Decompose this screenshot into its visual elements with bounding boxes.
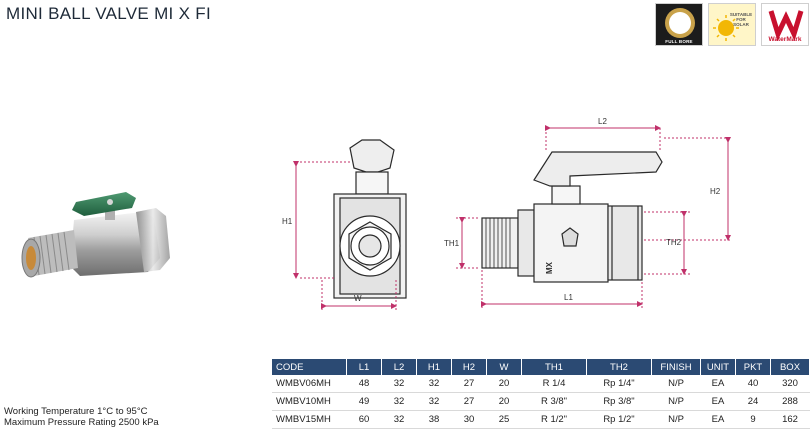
cell-pkt: 9 xyxy=(735,410,771,429)
col-unit: UNIT xyxy=(700,359,736,375)
max-pressure-rating: Maximum Pressure Rating 2500 kPa xyxy=(4,417,159,428)
col-l2: L2 xyxy=(381,359,417,375)
cell-h1: 32 xyxy=(416,392,452,411)
cell-finish: N/P xyxy=(651,410,701,429)
full-bore-label: FULL BORE xyxy=(665,39,693,44)
cell-unit: EA xyxy=(700,392,736,411)
end-view xyxy=(333,139,407,299)
table-row: WMBV06MH 48 32 32 27 20 R 1/4 Rp 1/4" N/… xyxy=(272,375,810,393)
col-l1: L1 xyxy=(346,359,382,375)
th2-label: TH2 xyxy=(666,238,682,247)
cell-h1: 38 xyxy=(416,410,452,429)
cell-h2: 30 xyxy=(451,410,487,429)
col-th2: TH2 xyxy=(586,359,652,375)
cell-pkt: 40 xyxy=(735,375,771,393)
page-title: MINI BALL VALVE MI X FI xyxy=(6,4,211,23)
cell-w: 20 xyxy=(486,375,522,393)
cell-code: WMBV15MH xyxy=(272,410,347,429)
w-label: W xyxy=(354,294,362,303)
h1-label: H1 xyxy=(282,217,293,226)
cell-unit: EA xyxy=(700,375,736,393)
cell-code: WMBV06MH xyxy=(272,375,347,393)
col-box: BOX xyxy=(770,359,810,375)
cell-l2: 32 xyxy=(381,375,417,393)
cell-l1: 49 xyxy=(346,392,382,411)
solar-label: SUITABLE FOR SOLAR xyxy=(729,12,753,27)
cell-box: 162 xyxy=(770,410,810,429)
cell-h1: 32 xyxy=(416,375,452,393)
cell-box: 320 xyxy=(770,375,810,393)
cell-code: WMBV10MH xyxy=(272,392,347,411)
cell-th2: Rp 1/4" xyxy=(586,375,652,393)
cell-unit: EA xyxy=(700,410,736,429)
watermark-badge: WaterMark xyxy=(761,3,809,46)
h2-label: H2 xyxy=(710,187,721,196)
l1-label: L1 xyxy=(564,293,573,302)
col-code: CODE xyxy=(272,359,347,375)
col-finish: FINISH xyxy=(651,359,701,375)
table-row: WMBV15MH 60 32 38 30 25 R 1/2" Rp 1/2" N… xyxy=(272,410,810,429)
col-pkt: PKT xyxy=(735,359,771,375)
table-row: WMBV10MH 49 32 32 27 20 R 3/8" Rp 3/8" N… xyxy=(272,392,810,411)
solar-badge: SUITABLE FOR SOLAR xyxy=(708,3,756,46)
working-temperature: Working Temperature 1°C to 95°C xyxy=(4,406,148,417)
cell-l2: 32 xyxy=(381,392,417,411)
th1-label: TH1 xyxy=(444,239,460,248)
table-header-row: CODE L1 L2 H1 H2 W TH1 TH2 FINISH UNIT P… xyxy=(272,359,810,375)
cell-w: 20 xyxy=(486,392,522,411)
cell-th2: Rp 3/8" xyxy=(586,392,652,411)
technical-drawing: H1 W MX L2 H2 xyxy=(282,117,732,312)
brand-mark: MX xyxy=(545,261,554,274)
cell-finish: N/P xyxy=(651,392,701,411)
l2-label: L2 xyxy=(598,117,607,126)
cell-w: 25 xyxy=(486,410,522,429)
cell-box: 288 xyxy=(770,392,810,411)
spec-notes: Working Temperature 1°C to 95°C Maximum … xyxy=(4,406,159,428)
cell-h2: 27 xyxy=(451,392,487,411)
cell-h2: 27 xyxy=(451,375,487,393)
side-view xyxy=(481,151,663,283)
product-photo xyxy=(21,192,170,278)
watermark-icon xyxy=(762,4,808,45)
certification-badges: FULL BORE SUITABLE FOR SOLAR WaterMark xyxy=(655,3,809,46)
cell-finish: N/P xyxy=(651,375,701,393)
full-bore-icon xyxy=(656,4,702,45)
col-h1: H1 xyxy=(416,359,452,375)
cell-th1: R 3/8" xyxy=(521,392,587,411)
solar-icon xyxy=(709,4,755,45)
spec-table: CODE L1 L2 H1 H2 W TH1 TH2 FINISH UNIT P… xyxy=(272,359,810,429)
full-bore-badge: FULL BORE xyxy=(655,3,703,46)
cell-pkt: 24 xyxy=(735,392,771,411)
cell-l1: 48 xyxy=(346,375,382,393)
cell-th1: R 1/2" xyxy=(521,410,587,429)
cell-th1: R 1/4 xyxy=(521,375,587,393)
cell-l1: 60 xyxy=(346,410,382,429)
col-w: W xyxy=(486,359,522,375)
cell-th2: Rp 1/2" xyxy=(586,410,652,429)
cell-l2: 32 xyxy=(381,410,417,429)
watermark-label: WaterMark xyxy=(768,36,802,43)
col-h2: H2 xyxy=(451,359,487,375)
col-th1: TH1 xyxy=(521,359,587,375)
